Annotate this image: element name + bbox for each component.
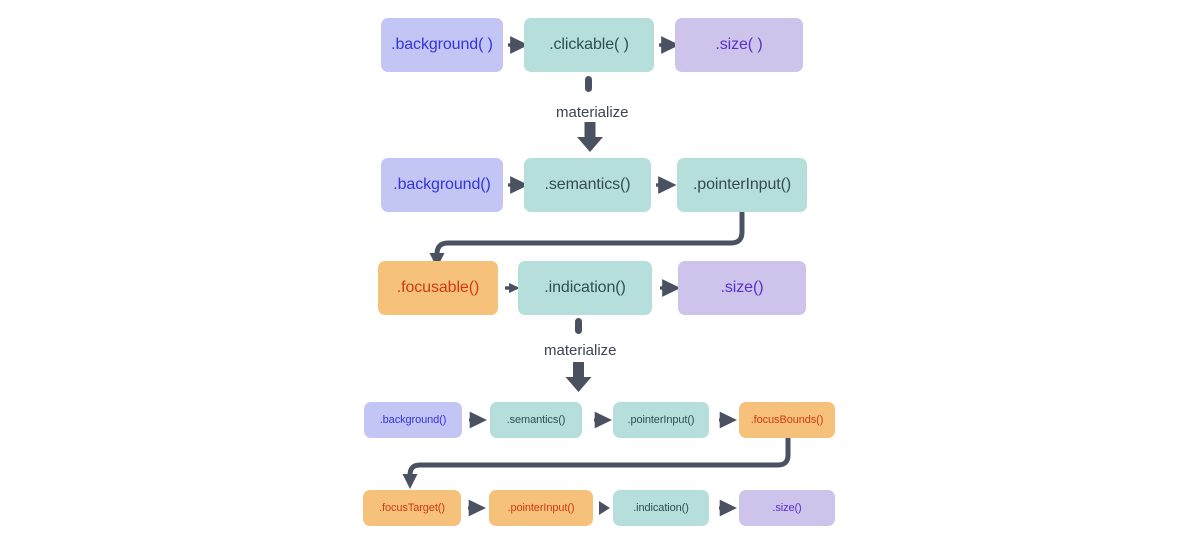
node-row3-indication[interactable]: .indication(): [518, 261, 652, 315]
node-label: .focusTarget(): [379, 501, 445, 514]
node-row2-background[interactable]: .background(): [381, 158, 503, 212]
node-row5-indication[interactable]: .indication(): [613, 490, 709, 526]
node-row4-background[interactable]: .background(): [364, 402, 462, 438]
materialize-arrow-2: [565, 362, 592, 392]
node-label: .clickable( ): [549, 36, 629, 53]
node-label: .size( ): [715, 36, 763, 53]
node-label: .background(): [379, 413, 447, 426]
node-row3-size[interactable]: .size(): [678, 261, 806, 315]
node-label: .semantics(): [544, 176, 631, 193]
node-row1-size[interactable]: .size( ): [675, 18, 803, 72]
node-label: .focusBounds(): [750, 413, 824, 426]
materialize-text: materialize: [544, 342, 617, 359]
node-row1-background[interactable]: .background( ): [381, 18, 503, 72]
materialize-arrow-1: [577, 122, 603, 152]
node-row1-clickable[interactable]: .clickable( ): [524, 18, 654, 72]
node-label: .size(): [772, 501, 802, 514]
node-label: .indication(): [544, 279, 626, 296]
node-label: .pointerInput(): [507, 501, 575, 514]
materialize-text: materialize: [556, 104, 629, 121]
node-label: .pointerInput(): [692, 176, 792, 193]
node-label: .indication(): [633, 501, 689, 514]
materialize-label-1: materialize: [556, 105, 629, 120]
node-row5-pointerinput[interactable]: .pointerInput(): [489, 490, 593, 526]
node-label: .size(): [720, 279, 764, 296]
node-row2-semantics[interactable]: .semantics(): [524, 158, 651, 212]
node-row5-size[interactable]: .size(): [739, 490, 835, 526]
node-label: .pointerInput(): [627, 413, 695, 426]
node-label: .background(): [393, 176, 491, 193]
materialize-label-2: materialize: [544, 343, 617, 358]
node-label: .semantics(): [506, 413, 566, 426]
wrap-connector-1: [429, 210, 745, 268]
node-row2-pointerinput[interactable]: .pointerInput(): [677, 158, 807, 212]
node-row3-focusable[interactable]: .focusable(): [378, 261, 498, 315]
wrap-connector-2: [402, 435, 791, 489]
node-row4-focusbounds[interactable]: .focusBounds(): [739, 402, 835, 438]
materialize-stub-2: [575, 318, 582, 334]
node-label: .focusable(): [396, 279, 480, 296]
node-row4-pointerinput[interactable]: .pointerInput(): [613, 402, 709, 438]
node-row5-focustarget[interactable]: .focusTarget(): [363, 490, 461, 526]
node-label: .background( ): [391, 36, 493, 53]
node-row4-semantics[interactable]: .semantics(): [490, 402, 582, 438]
arrow-row5-2: [599, 501, 610, 515]
materialize-stub-1: [585, 76, 592, 92]
